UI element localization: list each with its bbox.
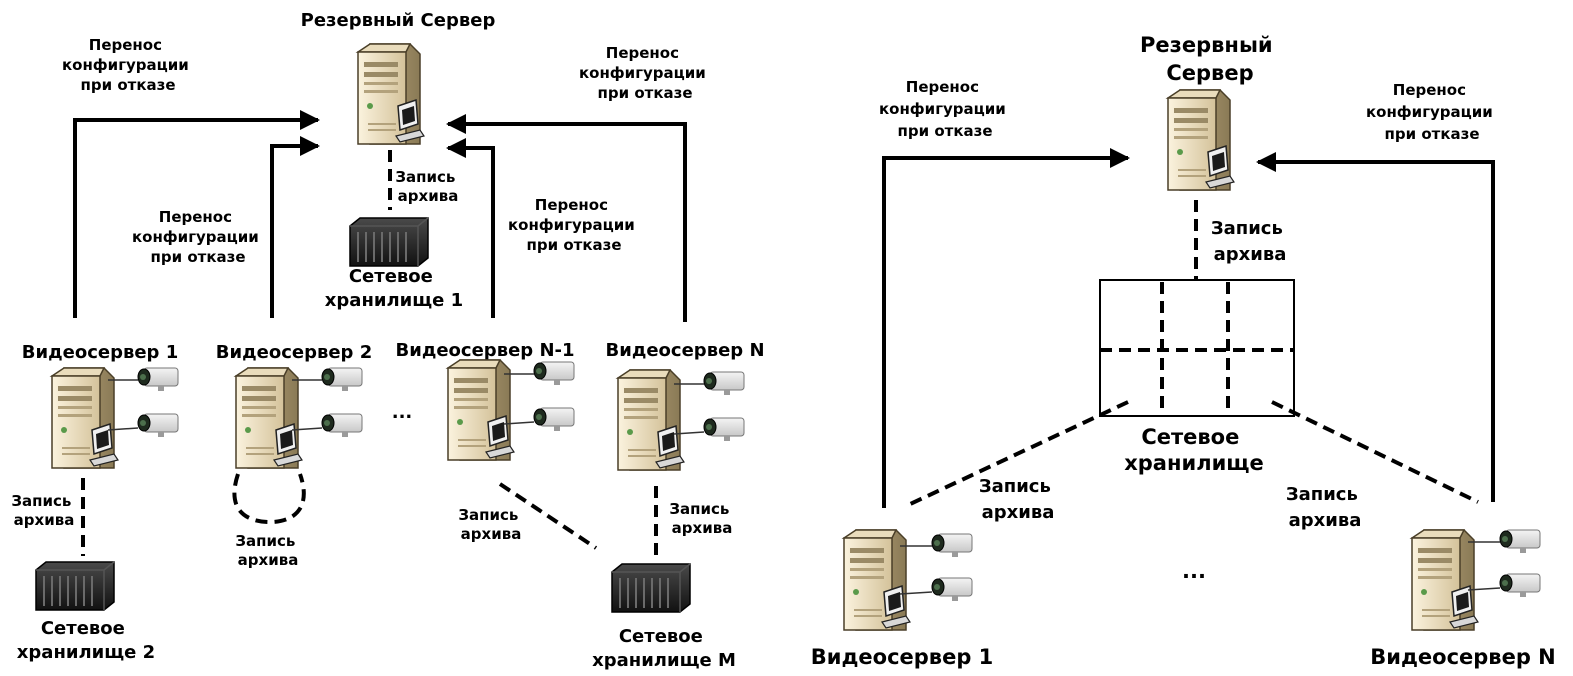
camera-icon [1499, 529, 1541, 554]
failover-label-right-n: Перенос конфигурации при отказе [1366, 81, 1498, 143]
camera-icon [1499, 573, 1541, 598]
shared-storage-label: Сетевое хранилище [1124, 425, 1264, 475]
archive-label-right-vsn: Запись архива [1286, 484, 1364, 531]
video-server-2-icon [235, 367, 303, 469]
video-server-1-icon [51, 367, 119, 469]
backup-server-label-right: Резервный Сервер [1140, 33, 1280, 85]
failover-arrow-n [446, 114, 687, 322]
ellipsis: ... [392, 402, 413, 423]
shared-storage-diagram: Резервный Сервер Перенос конфигурации пр… [811, 33, 1556, 669]
storage-2-label: Сетевое хранилище 2 [17, 618, 155, 663]
archive-label-backup: Запись архива [395, 168, 460, 205]
network-storage-2-icon [35, 561, 115, 611]
failover-arrow-right-n [1256, 152, 1495, 502]
storage-1-label: Сетевое хранилище 1 [325, 266, 463, 311]
archive-label-vs1: Запись архива [11, 492, 76, 529]
video-server-2-label: Видеосервер 2 [216, 342, 372, 363]
network-storage-1-icon [349, 217, 429, 267]
camera-icon [533, 407, 575, 432]
video-server-n-label: Видеосервер N [605, 340, 764, 361]
backup-server-icon [357, 43, 425, 145]
failover-label-n: Перенос конфигурации при отказе [579, 44, 711, 102]
failover-label-right-1: Перенос конфигурации при отказе [879, 78, 1011, 140]
failover-label-2: Перенос конфигурации при отказе [132, 208, 264, 266]
video-server-1-label: Видеосервер 1 [22, 342, 178, 363]
backup-server-label: Резервный Сервер [301, 10, 496, 31]
camera-icon [137, 367, 179, 392]
failover-arrow-n1 [446, 138, 495, 318]
archive-link-right-vs1 [905, 400, 1129, 508]
archive-link-vs2-loop [232, 473, 306, 525]
failover-label-1: Перенос конфигурации при отказе [62, 36, 194, 94]
camera-icon [703, 417, 745, 442]
network-storage-m-icon [611, 563, 691, 613]
archive-label-right-backup: Запись архива [1211, 218, 1289, 265]
camera-icon [321, 413, 363, 438]
video-server-n-icon [617, 369, 685, 471]
failover-arrow-2 [270, 136, 320, 318]
video-server-n-icon [1411, 529, 1479, 631]
camera-icon [931, 577, 973, 602]
shared-storage-box [1099, 279, 1295, 417]
failover-label-n1: Перенос конфигурации при отказе [508, 196, 640, 254]
storage-m-label: Сетевое хранилище M [592, 626, 736, 671]
archive-label-vs2: Запись архива [235, 532, 300, 569]
video-server-n-label-right: Видеосервер N [1370, 645, 1556, 669]
archive-label-vsn1: Запись архива [458, 506, 523, 543]
video-server-1-label-right: Видеосервер 1 [811, 645, 994, 669]
camera-icon [137, 413, 179, 438]
distributed-storage-diagram: Резервный Сервер Перенос конфигурации пр… [11, 10, 764, 671]
archive-label-vsn: Запись архива [669, 500, 734, 537]
video-server-n1-icon [447, 359, 515, 461]
camera-icon [321, 367, 363, 392]
failover-arrow-right-1 [882, 148, 1130, 508]
camera-icon [703, 371, 745, 396]
video-server-1-icon [843, 529, 911, 631]
backup-server-icon [1167, 89, 1235, 191]
video-server-n1-label: Видеосервер N-1 [395, 340, 574, 361]
camera-icon [931, 533, 973, 558]
ellipsis-right: ... [1182, 559, 1206, 583]
archive-link-vsn1 [498, 482, 598, 550]
archive-label-right-vs1: Запись архива [979, 476, 1057, 523]
failover-arrow-1 [73, 110, 320, 318]
camera-icon [533, 361, 575, 386]
archive-link-right-vsn [1271, 400, 1479, 504]
